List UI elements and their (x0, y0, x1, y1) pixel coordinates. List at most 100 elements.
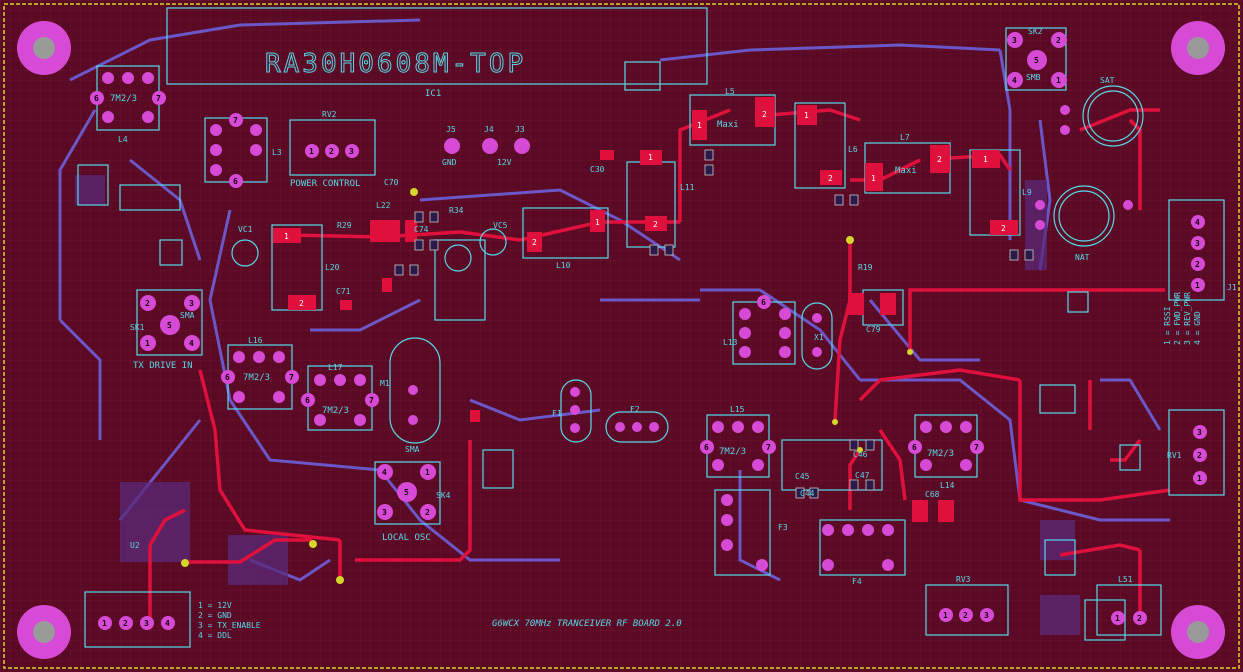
svg-text:1: 1 (1115, 614, 1120, 623)
silk-labels: RA30H0608M-TOP IC1 POWER CONTROL TX DRIV… (110, 27, 1237, 640)
svg-text:2 = FWD_PWR: 2 = FWD_PWR (1173, 292, 1182, 345)
ref-l16: L16 (248, 336, 263, 345)
ref-m1: M1 (380, 379, 390, 388)
ref-c30: C30 (590, 165, 605, 174)
ref-f4: F4 (852, 577, 862, 586)
ref-l20: L20 (325, 263, 340, 272)
svg-text:6: 6 (233, 177, 238, 186)
svg-text:7: 7 (233, 116, 238, 125)
legend-left-1: 1 = 12V (198, 601, 232, 610)
svg-text:3: 3 (189, 299, 194, 308)
svg-text:3: 3 (349, 147, 354, 156)
nat-label: NAT (1075, 253, 1090, 262)
svg-text:1: 1 (425, 468, 430, 477)
svg-text:2: 2 (145, 299, 150, 308)
small-pads (394, 149, 1034, 499)
board-title: RA30H0608M-TOP (265, 49, 526, 79)
svg-text:4 = GND: 4 = GND (1193, 311, 1202, 345)
ref-l4: L4 (118, 135, 128, 144)
l5-part: Maxi (717, 120, 739, 130)
svg-text:4: 4 (189, 339, 194, 348)
svg-text:6: 6 (761, 298, 766, 307)
svg-text:5: 5 (167, 321, 172, 330)
ref-sk2: SK2 (1028, 27, 1043, 36)
svg-text:6: 6 (225, 373, 230, 382)
ref-rv2: RV2 (322, 110, 337, 119)
ref-vc5: VC5 (493, 221, 508, 230)
ref-r29: R29 (337, 221, 352, 230)
svg-text:1: 1 (983, 155, 988, 164)
ref-c70: C70 (384, 178, 399, 187)
ref-j1: J1 (1227, 283, 1237, 292)
ref-l9: L9 (1022, 188, 1032, 197)
ref-f2: F2 (630, 405, 640, 414)
legend-right: 1 = RSSI 2 = FWD_PWR 3 = REV_PWR 4 = GND (1163, 292, 1202, 345)
ref-c45: C45 (795, 472, 810, 481)
svg-text:2: 2 (1056, 36, 1061, 45)
svg-text:2: 2 (1195, 260, 1200, 269)
svg-text:3: 3 (984, 611, 989, 620)
board-footer: G6WCX 70MHz TRANCEIVER RF BOARD 2.0 (492, 619, 682, 629)
svg-text:7: 7 (974, 443, 979, 452)
l15-part: 7M2/3 (719, 447, 746, 457)
ref-l17: L17 (328, 363, 343, 372)
ref-l51: L51 (1118, 575, 1133, 584)
ref-u2: U2 (130, 541, 140, 550)
svg-text:2: 2 (1137, 614, 1142, 623)
ref-r34: R34 (449, 206, 464, 215)
svg-text:1: 1 (697, 121, 702, 130)
svg-text:3: 3 (1197, 428, 1202, 437)
ref-c74: C74 (414, 225, 429, 234)
smd-pad-numbers: 1 2 2 1 1 2 1 2 1 2 1 2 1 2 (284, 110, 1006, 308)
svg-text:6: 6 (94, 94, 99, 103)
l17-part: 7M2/3 (322, 406, 349, 416)
ref-c44: C44 (800, 489, 815, 498)
svg-text:1: 1 (102, 619, 107, 628)
svg-text:2: 2 (299, 299, 304, 308)
ref-j4: J4 (484, 125, 494, 134)
svg-text:6: 6 (305, 396, 310, 405)
svg-text:2: 2 (828, 174, 833, 183)
svg-text:7: 7 (766, 443, 771, 452)
ref-j3: J3 (515, 125, 525, 134)
pin-numbers: 1 2 3 1 2 3 4 1 2 3 1 2 4 3 2 1 3 2 1 2 … (94, 36, 1202, 628)
ref-l13: L13 (723, 338, 738, 347)
svg-text:1: 1 (145, 339, 150, 348)
svg-text:7: 7 (289, 373, 294, 382)
svg-text:3: 3 (1012, 36, 1017, 45)
svg-text:4: 4 (165, 619, 170, 628)
ref-l22: L22 (376, 201, 391, 210)
smd-pads (273, 97, 1018, 522)
ref-rv1: RV1 (1167, 451, 1182, 460)
svg-text:1: 1 (309, 147, 314, 156)
sk4-type: SMA (405, 445, 420, 454)
svg-text:1: 1 (871, 174, 876, 183)
ref-vc1: VC1 (238, 225, 253, 234)
ref-f3: F3 (778, 523, 788, 532)
svg-text:3: 3 (382, 508, 387, 517)
ref-rv3: RV3 (956, 575, 971, 584)
svg-text:1: 1 (595, 218, 600, 227)
svg-text:1: 1 (284, 232, 289, 241)
ref-l10: L10 (556, 261, 571, 270)
legend-left-3: 3 = TX_ENABLE (198, 621, 261, 630)
svg-text:2: 2 (937, 155, 942, 164)
th-pads (98, 32, 1207, 630)
tx-drive-label: TX DRIVE IN (133, 361, 193, 371)
ref-f1: F1 (552, 409, 562, 418)
svg-text:2: 2 (963, 611, 968, 620)
ref-x1: X1 (814, 333, 824, 342)
local-osc-label: LOCAL OSC (382, 533, 431, 543)
shaded-areas (75, 175, 1080, 635)
svg-text:2: 2 (425, 508, 430, 517)
l4-part: 7M2/3 (110, 94, 137, 104)
svg-text:2: 2 (123, 619, 128, 628)
ref-sk1: SK1 (130, 323, 145, 332)
ref-l11: L11 (680, 183, 695, 192)
svg-text:1 = RSSI: 1 = RSSI (1163, 306, 1172, 345)
svg-text:3 = REV_PWR: 3 = REV_PWR (1183, 292, 1192, 345)
svg-text:2: 2 (1197, 451, 1202, 460)
ref-sk4: SK4 (436, 491, 451, 500)
